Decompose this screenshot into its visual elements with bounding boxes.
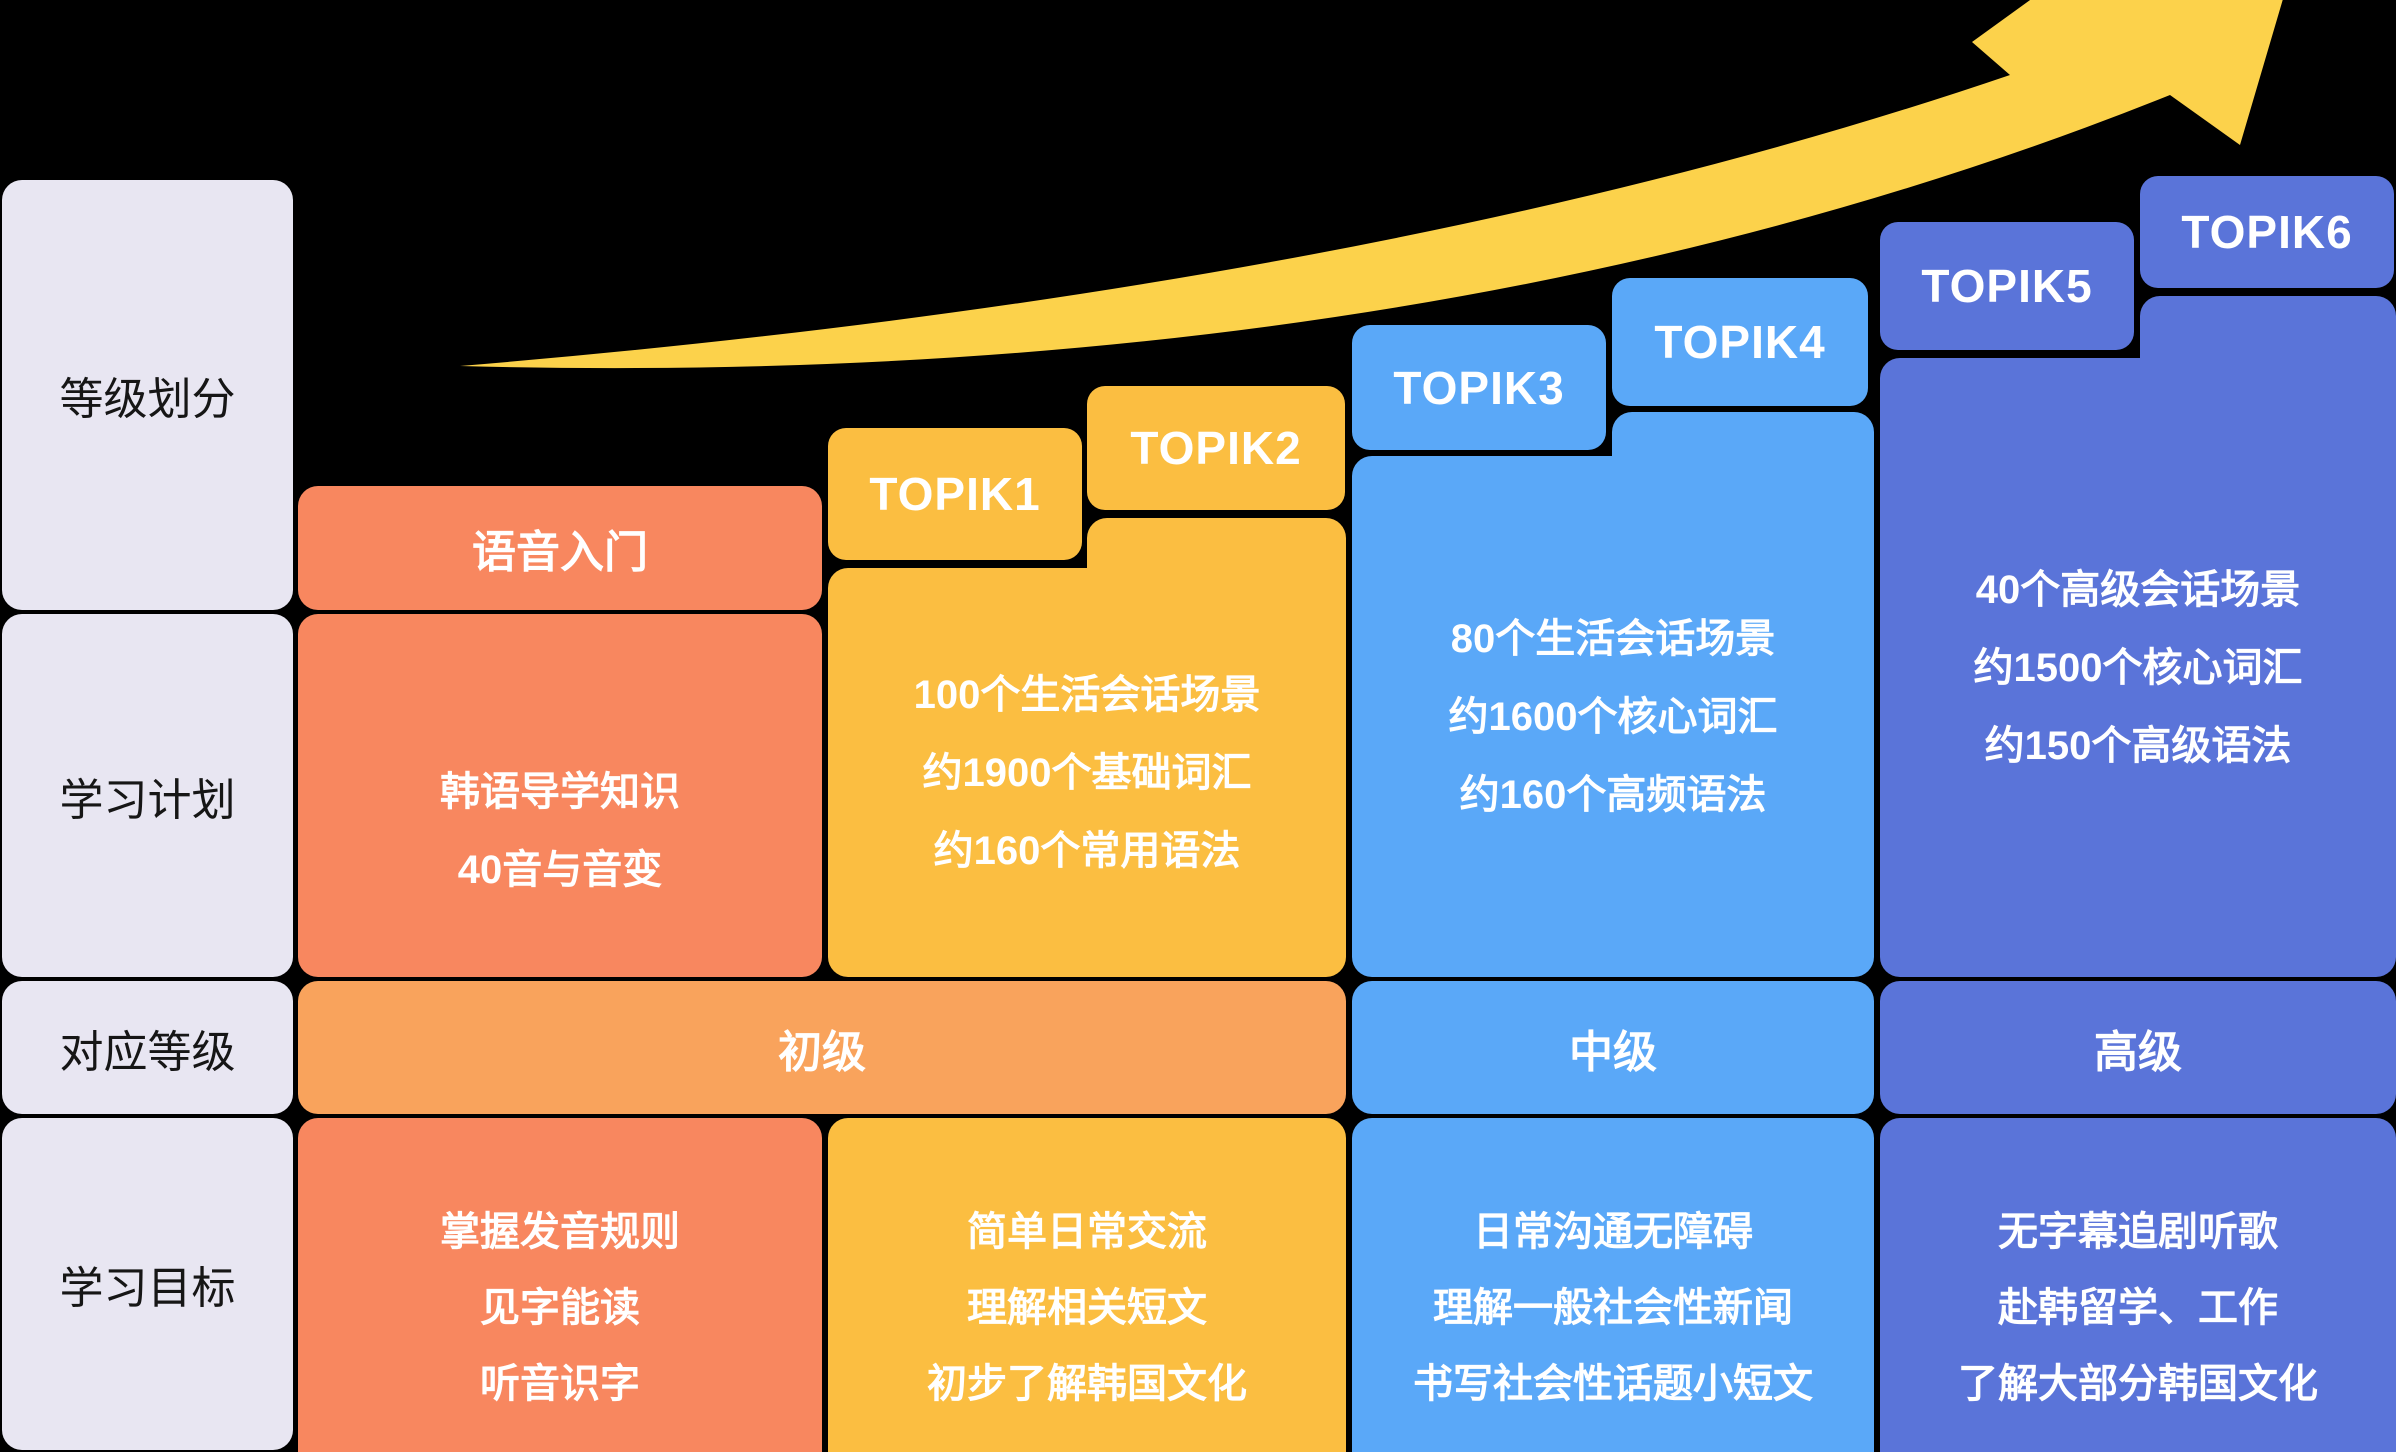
row-label-study-plan: 学习计划 — [2, 614, 293, 977]
level-band-label: 中级 — [1569, 1027, 1657, 1077]
goal-line: 书写社会性话题小短文 — [1413, 1362, 1813, 1406]
level-band-beginner: 初级 — [298, 981, 1346, 1114]
plan-line: 约160个常用语法 — [933, 828, 1241, 873]
row-label-text: 学习计划 — [59, 775, 236, 825]
topik5-badge: TOPIK5 — [1880, 222, 2134, 350]
goal-line: 理解一般社会性新闻 — [1433, 1286, 1793, 1330]
plan-line: 韩语导学知识 — [440, 769, 680, 814]
goal-line: 了解大部分韩国文化 — [1958, 1362, 2318, 1406]
plan-block-intro: 韩语导学知识 40音与音变 — [298, 614, 822, 977]
topik6-label: TOPIK6 — [2181, 206, 2353, 258]
goal-line: 无字幕追剧听歌 — [1998, 1210, 2278, 1254]
topik4-badge: TOPIK4 — [1612, 278, 1868, 406]
plan-line: 约150个高级语法 — [1984, 723, 2292, 768]
phonics-intro-header: 语音入门 — [298, 486, 822, 610]
plan-line: 约1600个核心词汇 — [1448, 694, 1778, 739]
goal-line: 赴韩留学、工作 — [1998, 1286, 2278, 1330]
plan-line: 40音与音变 — [457, 847, 663, 892]
level-band-intermediate: 中级 — [1352, 981, 1874, 1114]
topik5-label: TOPIK5 — [1921, 260, 2093, 312]
topik4-label: TOPIK4 — [1654, 316, 1826, 368]
topik3-badge: TOPIK3 — [1352, 325, 1606, 450]
plan-line: 约160个高频语法 — [1459, 772, 1767, 817]
level-band-label: 高级 — [2094, 1027, 2182, 1077]
plan-line: 100个生活会话场景 — [913, 672, 1261, 717]
goal-line: 简单日常交流 — [967, 1210, 1207, 1254]
plan-block-intermediate: 80个生活会话场景 约1600个核心词汇 约160个高频语法 — [1352, 456, 1874, 977]
topik1-label: TOPIK1 — [869, 468, 1041, 520]
phonics-intro-title: 语音入门 — [472, 528, 648, 577]
goal-line: 掌握发音规则 — [440, 1210, 680, 1254]
plan-line: 约1500个核心词汇 — [1973, 645, 2303, 690]
topik6-badge: TOPIK6 — [2140, 176, 2394, 288]
goal-line: 见字能读 — [480, 1286, 640, 1330]
goal-block-intermediate: 日常沟通无障碍 理解一般社会性新闻 书写社会性话题小短文 — [1352, 1118, 1874, 1452]
plan-line: 80个生活会话场景 — [1450, 616, 1776, 661]
plan-line: 40个高级会话场景 — [1975, 567, 2301, 612]
row-label-text: 等级划分 — [59, 375, 236, 424]
plan-block-beginner: 100个生活会话场景 约1900个基础词汇 约160个常用语法 — [828, 568, 1346, 977]
goal-line: 理解相关短文 — [967, 1286, 1207, 1330]
goal-line: 初步了解韩国文化 — [927, 1362, 1247, 1406]
plan-block-advanced: 40个高级会话场景 约1500个核心词汇 约150个高级语法 — [1880, 358, 2396, 977]
goal-line: 日常沟通无障碍 — [1473, 1210, 1753, 1254]
topik2-badge: TOPIK2 — [1087, 386, 1345, 510]
goal-block-advanced: 无字幕追剧听歌 赴韩留学、工作 了解大部分韩国文化 — [1880, 1118, 2396, 1452]
goal-block-beginner: 简单日常交流 理解相关短文 初步了解韩国文化 — [828, 1118, 1346, 1452]
row-label-study-goal: 学习目标 — [2, 1118, 293, 1450]
row-label-level-division: 等级划分 — [2, 180, 293, 610]
goal-block-intro: 掌握发音规则 见字能读 听音识字 — [298, 1118, 822, 1452]
topik2-label: TOPIK2 — [1130, 422, 1302, 474]
goal-line: 听音识字 — [480, 1362, 640, 1406]
level-band-label: 初级 — [778, 1027, 866, 1077]
topik1-badge: TOPIK1 — [828, 428, 1082, 560]
level-band-advanced: 高级 — [1880, 981, 2396, 1114]
topik3-label: TOPIK3 — [1393, 361, 1565, 414]
row-label-corresponding-level: 对应等级 — [2, 981, 293, 1114]
row-label-text: 学习目标 — [59, 1264, 236, 1313]
plan-line: 约1900个基础词汇 — [922, 750, 1252, 795]
row-label-text: 对应等级 — [59, 1027, 236, 1077]
